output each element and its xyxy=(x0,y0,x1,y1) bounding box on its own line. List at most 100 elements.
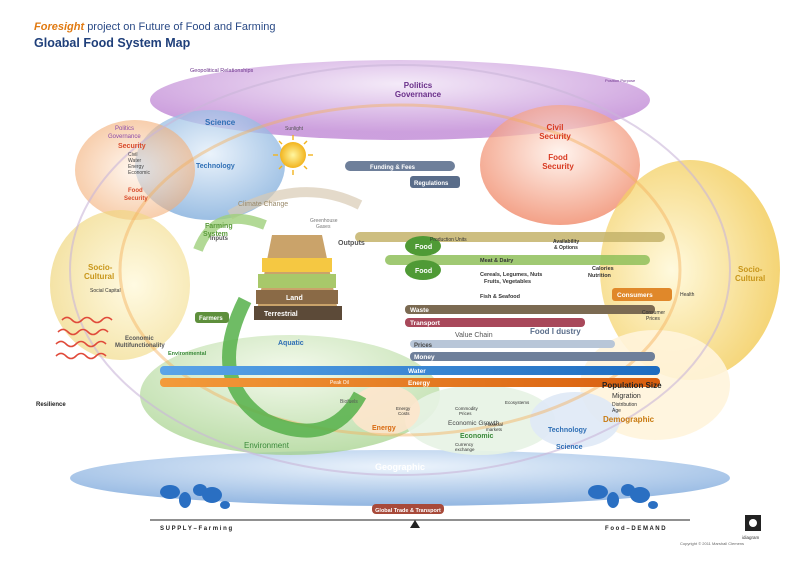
biofuels-label: Biofuels xyxy=(340,399,358,405)
food-node-b-label: Food xyxy=(415,268,432,275)
demographic-label: Demographic xyxy=(603,415,655,424)
distribution-label: Distribution xyxy=(612,402,637,408)
world-map-left-icon xyxy=(160,484,230,509)
aquatic-label: Aquatic xyxy=(278,340,304,347)
economic-bottom-label: Economic xyxy=(460,433,494,440)
money-band xyxy=(410,352,655,361)
value-chain-label: Value Chain xyxy=(455,332,493,339)
flow-outputs-band xyxy=(355,232,665,242)
foresight-brand: Foresight xyxy=(34,21,85,33)
governance-left-label: Governance xyxy=(108,134,141,140)
sunlight-label: Sunlight xyxy=(285,126,304,132)
prices-label: Prices xyxy=(414,343,433,349)
politics-left-label: Politics xyxy=(115,126,134,132)
project-title: Foresight project on Future of Food and … xyxy=(34,21,276,33)
availability-label: Availability& Options xyxy=(553,239,579,251)
transport-label: Transport xyxy=(410,320,441,327)
energy-bottom-label: Energy xyxy=(372,425,396,432)
climate-change-label: Climate Change xyxy=(238,201,288,208)
food-node-b xyxy=(405,260,441,280)
farmers-label: Farmers xyxy=(199,316,223,322)
age-label: Age xyxy=(612,408,621,414)
map-labels: Geopolitical Relationships Politics Gove… xyxy=(36,68,765,546)
land-label: Land xyxy=(286,295,303,302)
transport-band xyxy=(405,318,585,327)
food-security-left-line: Food xyxy=(128,188,143,194)
technology-bottom-label: Technology xyxy=(548,427,587,434)
position-purpose-label: Position Purpose xyxy=(605,78,636,83)
environment-label: Environment xyxy=(244,441,290,450)
axis-fulcrum-icon xyxy=(410,520,420,528)
energy-band xyxy=(160,378,660,387)
energy-bottom-region xyxy=(350,385,420,435)
food-node-a xyxy=(405,236,441,256)
supply-farming-label: S U P P L Y – F a r m i n g xyxy=(160,526,232,532)
civil-security-region xyxy=(480,105,640,225)
waste-label: Waste xyxy=(410,307,429,314)
food-node-a-label: Food xyxy=(415,244,432,251)
social-capital-label: Social Capital xyxy=(90,288,121,294)
food-demand-label: F o o d – D E M A N D xyxy=(605,526,666,532)
governance-label: Governance xyxy=(395,90,442,99)
middle-ring xyxy=(118,103,682,437)
food-security-left-line2: Security xyxy=(124,196,148,202)
waste-band xyxy=(405,305,655,314)
population-size-label: Population Size xyxy=(602,381,662,390)
energy-left-label: Energy xyxy=(128,164,144,170)
outer-ring xyxy=(69,64,731,476)
environmental-label: Environmental xyxy=(168,351,207,357)
consumers-box[interactable] xyxy=(612,288,672,301)
migration-label: Migration xyxy=(612,393,641,400)
sunlight-icon xyxy=(273,135,313,175)
inputs-label: Inputs xyxy=(210,236,229,242)
resilience-waves-icon xyxy=(55,316,113,360)
economic-left-label: Economic xyxy=(128,170,150,176)
food-security-left-label: Food Security xyxy=(124,188,148,202)
peak-oil-label: Peak Oil xyxy=(330,380,349,386)
prices-band xyxy=(410,340,615,348)
logo-name-label: idiagram xyxy=(742,535,760,540)
science-top-label: Science xyxy=(205,118,236,127)
economic-region xyxy=(405,385,555,455)
regulations-label: Regulations xyxy=(414,181,449,187)
science-bottom-label: Science xyxy=(556,444,583,451)
food-production-band xyxy=(385,255,650,265)
regulations-box[interactable] xyxy=(410,176,460,188)
project-subtitle: project on Future of Food and Farming xyxy=(87,21,276,33)
fish-seafood-label: Fish & Seafood xyxy=(480,294,520,300)
land-pyramid xyxy=(254,235,342,320)
resilience-label: Resilience xyxy=(36,402,66,408)
map-title: Gloabal Food System Map xyxy=(34,36,191,50)
environment-loop xyxy=(222,296,367,438)
water-label: Water xyxy=(408,368,426,375)
funding-fees-label: Funding & Fees xyxy=(370,165,416,171)
socio-cultural-right-region xyxy=(600,160,780,380)
health-label: Health xyxy=(680,292,695,298)
civil-left-label: Civil xyxy=(128,152,137,158)
global-trade-bar xyxy=(372,504,444,514)
farming-arc xyxy=(193,213,267,252)
farmers-box[interactable] xyxy=(195,312,229,323)
outputs-label: Outputs xyxy=(338,240,365,247)
terrestrial-label: Terrestrial xyxy=(264,311,298,318)
economic-growth-label: Economic Growth xyxy=(448,420,500,427)
geographic-region xyxy=(70,450,730,506)
ecosystems-label: Ecosystems xyxy=(505,400,530,405)
production-units-label: Production Units xyxy=(430,237,467,243)
idiagram-logo-icon xyxy=(745,515,761,531)
climate-change-arc xyxy=(227,187,363,220)
water-band xyxy=(160,366,660,375)
consumers-label: Consumers xyxy=(617,292,653,299)
